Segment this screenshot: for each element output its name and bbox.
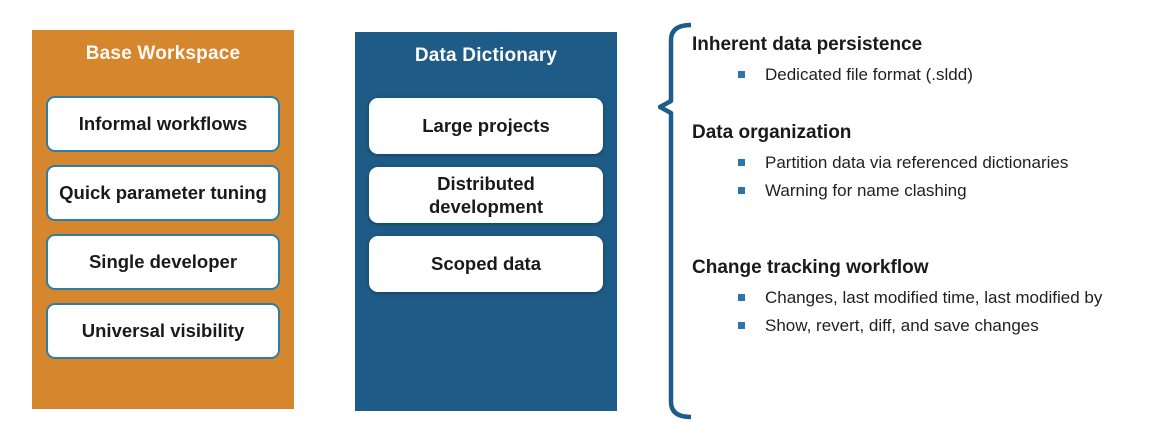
workspace-item-box: Informal workflows <box>46 96 280 152</box>
panel-base-workspace: Base Workspace Informal workflows Quick … <box>32 30 294 409</box>
bullet-item: Dedicated file format (.sldd) <box>692 63 1110 87</box>
bullet-item: Changes, last modified time, last modifi… <box>692 286 1110 310</box>
bullet-text: Partition data via referenced dictionari… <box>765 153 1069 172</box>
bullet-list: Changes, last modified time, last modifi… <box>692 286 1122 338</box>
detail-section-data-organization: Data organization Partition data via ref… <box>692 121 1122 207</box>
bullet-square-icon <box>738 187 745 194</box>
bullet-square-icon <box>738 294 745 301</box>
panel-title-base-workspace: Base Workspace <box>85 43 241 64</box>
bullet-text: Dedicated file format (.sldd) <box>765 65 973 84</box>
bullet-text: Warning for name clashing <box>765 181 967 200</box>
section-heading: Change tracking workflow <box>692 257 929 278</box>
workspace-item-box: Single developer <box>46 234 280 290</box>
section-heading: Inherent data persistence <box>692 34 923 55</box>
panel-data-dictionary: Data Dictionary Large projects Distribut… <box>355 32 617 411</box>
dictionary-item-box: Scoped data <box>369 236 603 292</box>
panel-title-data-dictionary: Data Dictionary <box>414 45 558 66</box>
workspace-item-box: Universal visibility <box>46 303 280 359</box>
detail-section-change-tracking-workflow: Change tracking workflow Changes, last m… <box>692 256 1122 342</box>
bullet-square-icon <box>738 159 745 166</box>
bullet-square-icon <box>738 322 745 329</box>
bullet-item: Warning for name clashing <box>692 179 1110 203</box>
bullet-square-icon <box>738 71 745 78</box>
dictionary-item-box: Distributed development <box>369 167 603 223</box>
workspace-item-box: Quick parameter tuning <box>46 165 280 221</box>
detail-section-inherent-data-persistence: Inherent data persistence Dedicated file… <box>692 33 1122 91</box>
bullet-item: Show, revert, diff, and save changes <box>692 314 1110 338</box>
section-heading: Data organization <box>692 122 852 143</box>
bullet-text: Changes, last modified time, last modifi… <box>765 288 1103 307</box>
bullet-list: Dedicated file format (.sldd) <box>692 63 1122 87</box>
bullet-list: Partition data via referenced dictionari… <box>692 151 1122 203</box>
base-workspace-items: Informal workflows Quick parameter tunin… <box>32 96 294 359</box>
data-dictionary-items: Large projects Distributed development S… <box>355 98 617 292</box>
bullet-text: Show, revert, diff, and save changes <box>765 316 1039 335</box>
bullet-item: Partition data via referenced dictionari… <box>692 151 1110 175</box>
left-brace-icon <box>658 22 692 420</box>
dictionary-item-box: Large projects <box>369 98 603 154</box>
